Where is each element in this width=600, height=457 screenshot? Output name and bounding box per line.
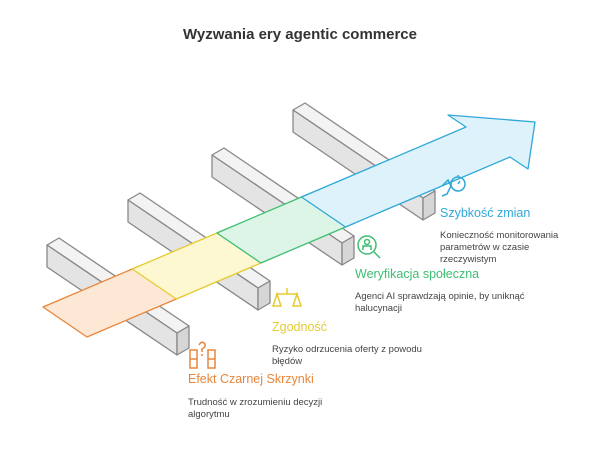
step-description: Agenci AI sprawdzają opinie, by uniknąć … [355, 291, 525, 314]
black-box-question-icon [188, 340, 218, 375]
step-description: Ryzyko odrzucenia oferty z powodu błędów [272, 344, 422, 367]
wall-end [422, 190, 436, 221]
step-label: Weryfikacja społeczna [355, 267, 480, 281]
step-label: Zgodność [272, 320, 327, 334]
step-description: Trudność w zrozumieniu decyzji algorytmu [188, 397, 323, 420]
wall-end [341, 235, 355, 266]
step-label: Szybkość zmian [440, 206, 531, 220]
step-description: Konieczność monitorowania parametrów w c… [440, 230, 559, 265]
scales-icon [271, 286, 303, 321]
arrow-segment [300, 114, 536, 228]
diagram-title: Wyzwania ery agentic commerce [183, 26, 417, 43]
search-person-icon [355, 233, 385, 268]
wall-end [176, 325, 190, 356]
step-label: Efekt Czarnej Skrzynki [188, 372, 314, 386]
wall-end [257, 280, 271, 311]
stopwatch-hand-icon [440, 172, 470, 207]
